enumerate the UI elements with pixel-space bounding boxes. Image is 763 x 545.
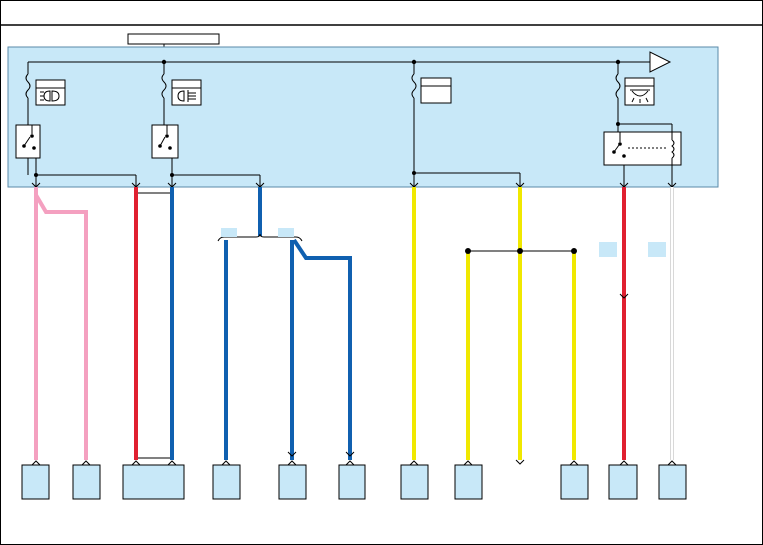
connector-1 (21, 464, 50, 500)
blank-label-icon (420, 77, 452, 104)
wire-blue-5 (292, 238, 352, 460)
branch-3 (409, 62, 525, 188)
fuse-fog (161, 73, 167, 99)
connector-6 (338, 464, 366, 500)
fuse-3 (411, 73, 417, 99)
fuse-headlamp (25, 73, 31, 99)
junction-box (7, 46, 719, 188)
connector-9 (560, 464, 589, 500)
tag-right-2 (648, 242, 666, 257)
fog-lamp-icon (177, 90, 196, 102)
tag-right-1 (599, 242, 617, 257)
power-source-triangle (649, 51, 672, 73)
fog-switch (151, 124, 179, 159)
connectors (21, 460, 687, 500)
connector-2 (72, 464, 101, 500)
splice-tag-2 (278, 228, 294, 237)
connector-3 (122, 464, 185, 500)
fog-lamp-icon-box (171, 79, 202, 106)
wire-pink-2 (34, 193, 88, 460)
interior-lamp-relay (603, 131, 682, 166)
connector-10 (608, 464, 638, 500)
connector-4 (212, 464, 241, 500)
branch-fog (151, 62, 265, 188)
headlamp-switch (15, 124, 41, 159)
fuse-4 (615, 73, 621, 99)
source-label-box (127, 33, 220, 45)
headlamp-icon (40, 90, 60, 102)
branch-headlamp (15, 62, 141, 188)
branch-interior (603, 62, 682, 188)
splice-bracket (217, 233, 303, 242)
interior-lamp-icon (630, 89, 650, 103)
connector-5 (278, 464, 307, 500)
connector-8 (454, 464, 483, 500)
splice-tag-1 (221, 228, 237, 237)
connector-11 (658, 464, 687, 500)
connector-7 (400, 464, 429, 500)
